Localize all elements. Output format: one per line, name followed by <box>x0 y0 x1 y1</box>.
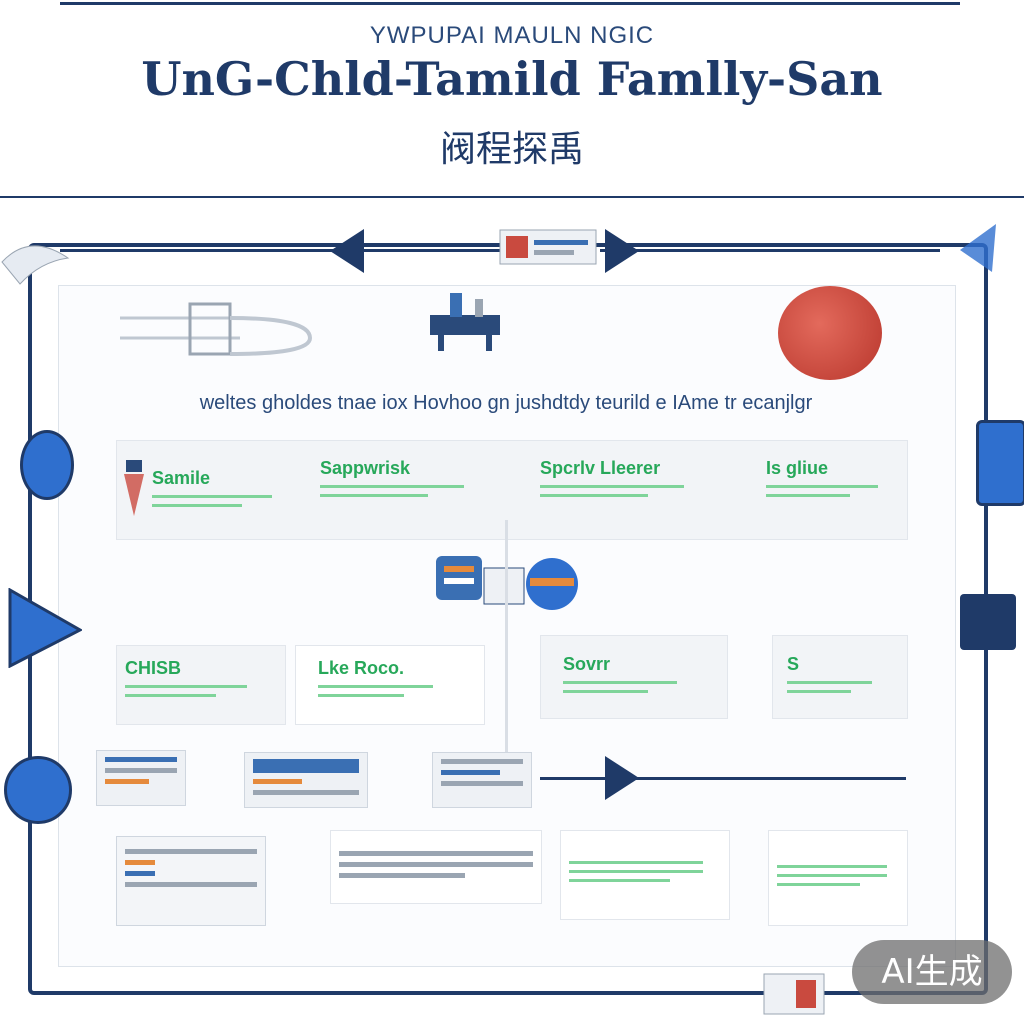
card-text-line <box>125 685 247 688</box>
card-text-line <box>152 495 272 498</box>
arrow-right-icon <box>605 229 639 273</box>
dashboard-icon <box>244 752 368 808</box>
person-icon <box>122 458 146 523</box>
card-label: S <box>787 654 800 674</box>
top-flow-line-left <box>60 249 500 252</box>
chart-icon <box>96 750 186 806</box>
card-text-line <box>540 494 648 497</box>
table-icon <box>116 836 266 926</box>
card-text-line <box>766 494 850 497</box>
lower-flow-line <box>540 777 906 780</box>
left-side-icon <box>20 430 74 500</box>
card-label: CHISB <box>125 658 182 678</box>
header-kicker: YWPUPAI MAULN NGIC <box>369 22 655 49</box>
card-label: Sappwrisk <box>320 458 411 478</box>
bottom-card-4 <box>768 830 908 926</box>
arrow-right-icon <box>605 756 639 800</box>
card-text-line <box>318 685 434 688</box>
card-label: Samile <box>152 468 211 488</box>
right-device-icon <box>960 594 1016 650</box>
top-card-4[interactable]: Is gliue <box>766 458 906 538</box>
device-icon <box>498 228 598 266</box>
top-card-row <box>116 440 908 540</box>
page-subtitle: 阀程探禹 <box>439 129 584 170</box>
card-text-line <box>320 485 464 488</box>
card-label: Lke Roco. <box>318 658 405 678</box>
left-disc-icon <box>4 756 72 824</box>
card-text-line <box>320 494 428 497</box>
pump-icon <box>420 285 510 355</box>
right-side-icon <box>976 420 1024 506</box>
mid-card-2[interactable]: Lke Roco. <box>295 645 485 725</box>
card-text-line <box>152 504 242 507</box>
corner-hand-icon <box>0 232 70 286</box>
card-label: Sovrr <box>563 654 611 674</box>
left-triangle-icon <box>8 587 84 669</box>
arrow-left-icon <box>330 229 364 273</box>
hub-connector <box>505 520 508 760</box>
ai-generated-badge: AI生成 <box>852 940 1012 1004</box>
card-text-line <box>318 694 405 697</box>
card-text-line <box>787 690 851 693</box>
globe-icon <box>778 286 882 380</box>
card-label: Is gliue <box>766 458 829 478</box>
bottom-device-icon <box>760 966 850 1016</box>
bottom-card-2 <box>330 830 542 904</box>
card-text-line <box>766 485 878 488</box>
card-text-line <box>540 485 684 488</box>
report-icon <box>432 752 532 808</box>
network-icon <box>432 548 582 618</box>
card-text-line <box>563 681 677 684</box>
bottom-card-3 <box>560 830 730 920</box>
header-separator <box>0 196 1024 198</box>
corner-arrow-icon <box>956 220 1000 276</box>
top-card-2[interactable]: Sappwrisk <box>320 458 500 538</box>
top-rule <box>60 2 960 5</box>
card-text-line <box>563 690 649 693</box>
mid-card-4[interactable]: S <box>772 635 908 719</box>
top-card-3[interactable]: Spcrlv Lleerer <box>540 458 720 538</box>
ring-icon <box>120 298 320 378</box>
mid-card-3[interactable]: Sovrr <box>540 635 728 719</box>
card-label: Spcrlv Lleerer <box>540 458 661 478</box>
diagram-caption: weltes gholdes tnae iox Hovhoo gn jushdt… <box>199 392 813 414</box>
top-card-1[interactable]: Samile <box>122 458 302 538</box>
mid-card-1[interactable]: CHISB <box>116 645 286 725</box>
card-text-line <box>125 694 217 697</box>
top-flow-line-right <box>600 249 940 252</box>
card-text-line <box>787 681 872 684</box>
page-title: UnG-Chld-Tamild Famlly-San <box>141 52 883 106</box>
